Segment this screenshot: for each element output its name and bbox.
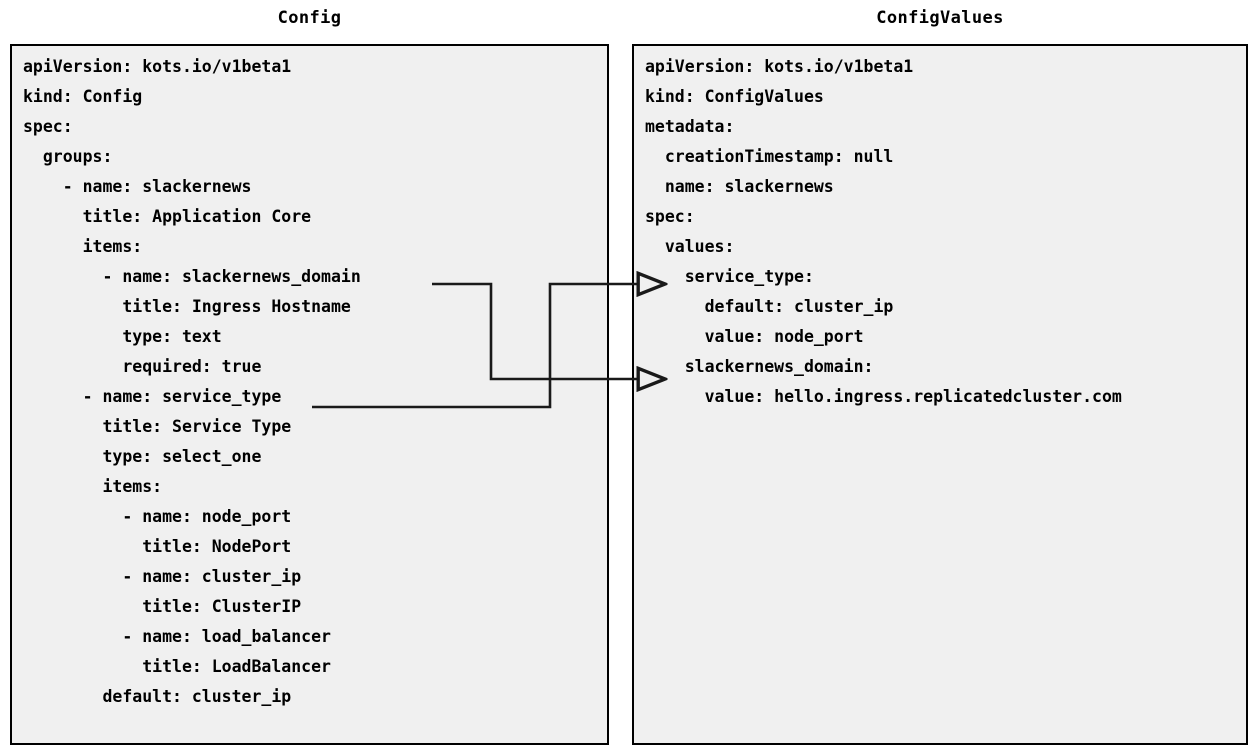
yaml-line: apiVersion: kots.io/v1beta1 — [23, 57, 292, 76]
yaml-line: metadata: — [645, 117, 735, 136]
yaml-line: required: true — [23, 357, 262, 376]
yaml-line: - name: slackernews_domain — [23, 267, 361, 286]
configvalues-panel-title: ConfigValues — [876, 8, 1004, 28]
yaml-line: - name: load_balancer — [23, 627, 331, 646]
yaml-line: value: node_port — [645, 327, 864, 346]
config-panel: apiVersion: kots.io/v1beta1 kind: Config s… — [10, 44, 609, 745]
yaml-line: kind: ConfigValues — [645, 87, 824, 106]
yaml-line: creationTimestamp: null — [645, 147, 894, 166]
yaml-line: - name: node_port — [23, 507, 292, 526]
yaml-line: spec: — [23, 117, 73, 136]
yaml-line: type: text — [23, 327, 222, 346]
yaml-line: title: NodePort — [23, 537, 292, 556]
yaml-line: groups: — [23, 147, 113, 166]
yaml-line: title: ClusterIP — [23, 597, 302, 616]
yaml-line: title: LoadBalancer — [23, 657, 331, 676]
configvalues-panel: apiVersion: kots.io/v1beta1 kind: ConfigV… — [632, 44, 1248, 745]
yaml-line: default: cluster_ip — [23, 687, 292, 706]
yaml-line: slackernews_domain: — [645, 357, 874, 376]
yaml-line: name: slackernews — [645, 177, 834, 196]
yaml-line: items: — [23, 237, 143, 256]
yaml-line: title: Ingress Hostname — [23, 297, 351, 316]
yaml-line: items: — [23, 477, 163, 496]
yaml-line: - name: service_type — [23, 387, 282, 406]
yaml-line: - name: cluster_ip — [23, 567, 302, 586]
yaml-line: spec: — [645, 207, 695, 226]
yaml-line: value: hello.ingress.replicatedcluster.c… — [645, 387, 1122, 406]
yaml-line: apiVersion: kots.io/v1beta1 — [645, 57, 914, 76]
yaml-line: service_type: — [645, 267, 814, 286]
yaml-line: title: Service Type — [23, 417, 292, 436]
config-yaml-text: apiVersion: kots.io/v1beta1 kind: Config s… — [23, 52, 361, 712]
yaml-line: values: — [645, 237, 735, 256]
yaml-line: default: cluster_ip — [645, 297, 894, 316]
configvalues-yaml-text: apiVersion: kots.io/v1beta1 kind: ConfigV… — [645, 52, 1122, 412]
yaml-line: kind: Config — [23, 87, 143, 106]
yaml-line: - name: slackernews — [23, 177, 252, 196]
config-panel-title: Config — [277, 8, 342, 28]
yaml-line: title: Application Core — [23, 207, 312, 226]
yaml-line: type: select_one — [23, 447, 262, 466]
